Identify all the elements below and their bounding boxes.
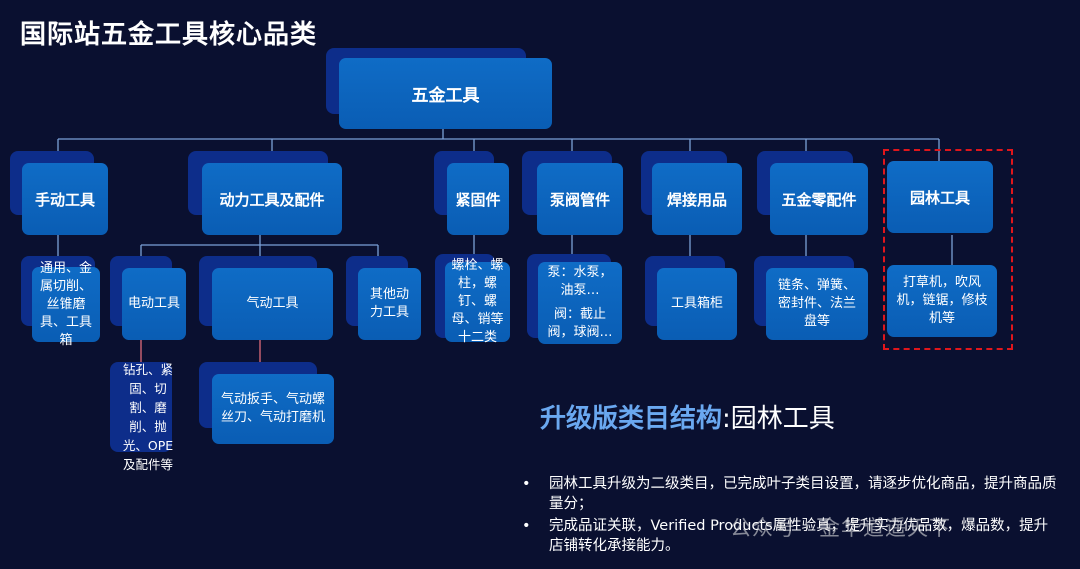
other-power-tools: 其他动力工具 xyxy=(358,268,421,340)
pneumatic-children: 气动扳手、气动螺丝刀、气动打磨机 xyxy=(212,374,334,444)
bullet-list: • 园林工具升级为二级类目，已完成叶子类目设置，请逐步优化商品，提升商品质量分；… xyxy=(522,474,1057,558)
category-pumps-valves: 泵阀管件 xyxy=(537,163,623,235)
category-garden-tools: 园林工具 xyxy=(887,161,993,233)
page-title: 国际站五金工具核心品类 xyxy=(20,20,318,50)
watermark: 公众号 · 金华道遥天下 xyxy=(730,516,952,540)
bullet-item: • 完成品证关联，Verified Products属性验真，提升实力优品数，爆… xyxy=(522,516,1057,556)
pump-text: 泵：水泵，油泵… xyxy=(547,265,613,298)
fastener-children: 螺栓、螺柱，螺钉、螺母、销等十二类 xyxy=(445,258,510,345)
electric-leaf-shadow xyxy=(110,362,172,452)
category-fasteners: 紧固件 xyxy=(447,163,509,235)
hand-tools-children: 通用、金属切削、丝锥磨具、工具箱 xyxy=(32,261,100,348)
root-node: 五金工具 xyxy=(339,58,552,129)
parts-children: 链条、弹簧、密封件、法兰盘等 xyxy=(766,268,868,340)
pneumatic-tools: 气动工具 xyxy=(212,268,333,340)
garden-highlight-box xyxy=(883,149,1013,350)
upgrade-rest: :园林工具 xyxy=(722,404,835,434)
upgrade-heading: 升级版类目结构:园林工具 xyxy=(540,398,835,435)
valve-text: 阀：截止阀，球阀… xyxy=(547,307,613,340)
category-hand-tools: 手动工具 xyxy=(22,163,108,235)
bullet-text: 完成品证关联，Verified Products属性验真，提升实力优品数，爆品数… xyxy=(549,518,1049,554)
bullet-dot: • xyxy=(522,476,531,492)
bullet-dot: • xyxy=(522,518,531,534)
pump-children: 泵：水泵，油泵… 阀：截止阀，球阀… xyxy=(538,262,622,344)
bullet-text: 园林工具升级为二级类目，已完成叶子类目设置，请逐步优化商品，提升商品质量分； xyxy=(549,476,1057,512)
category-hardware-parts: 五金零配件 xyxy=(770,163,868,235)
electric-tools: 电动工具 xyxy=(122,268,186,340)
upgrade-emphasis: 升级版类目结构 xyxy=(540,404,723,434)
bullet-item: • 园林工具升级为二级类目，已完成叶子类目设置，请逐步优化商品，提升商品质量分； xyxy=(522,474,1057,514)
category-power-tools: 动力工具及配件 xyxy=(202,163,342,235)
garden-children: 打草机，吹风机，链锯，修枝机等 xyxy=(887,265,997,337)
welding-children: 工具箱柜 xyxy=(657,268,737,340)
electric-children: 钻孔、紧固、切割、磨削、抛光、OPE及配件等 xyxy=(122,362,174,472)
category-welding: 焊接用品 xyxy=(652,163,742,235)
